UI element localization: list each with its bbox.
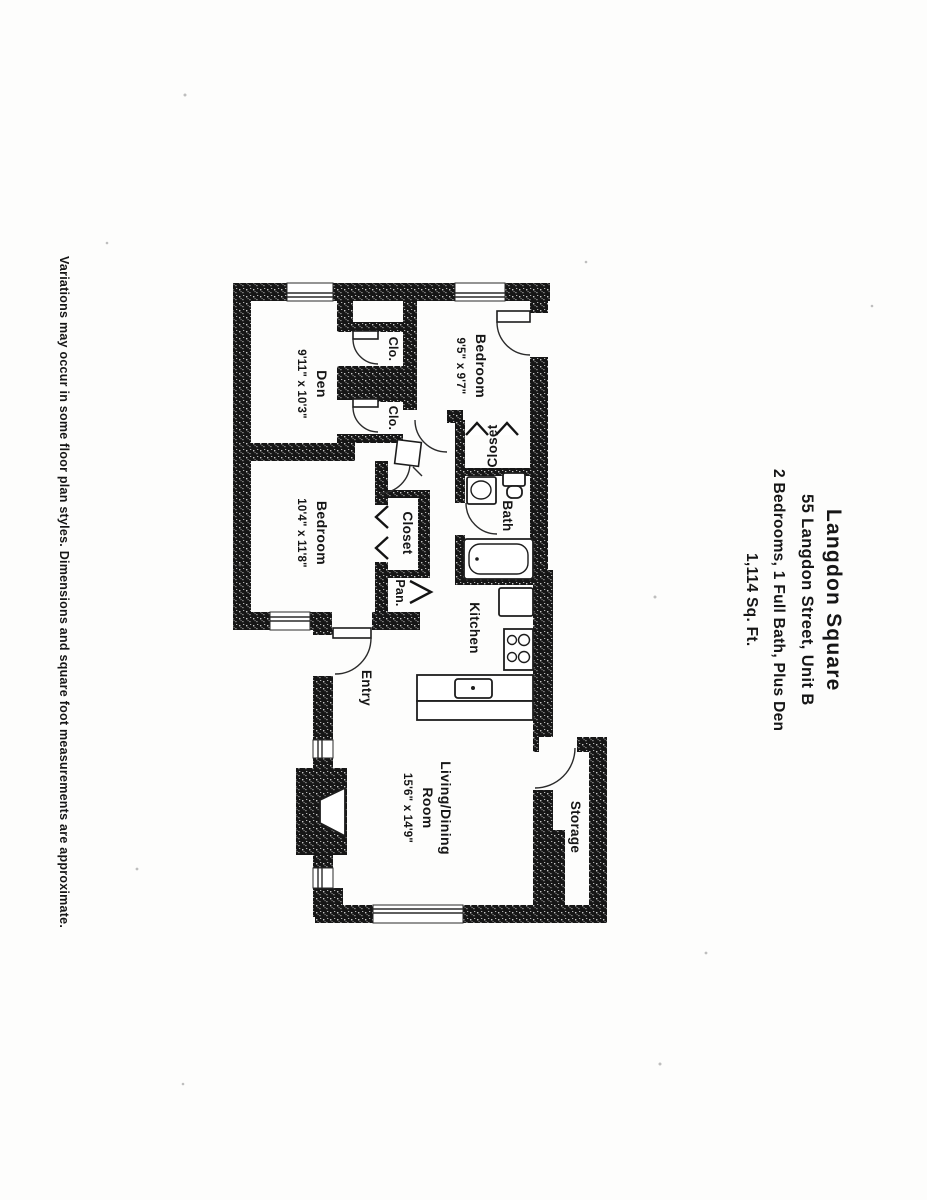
kitchen-fixtures — [416, 587, 534, 721]
closet-bedroom2-bifold-bottom — [374, 536, 389, 560]
bedroom2-dimensions: 10'4" x 11'8" — [295, 498, 307, 568]
stove — [503, 628, 534, 671]
den-label: Den — [314, 370, 330, 398]
closet-bedroom2-label: Closet — [400, 511, 415, 554]
window-bedroom2 — [269, 611, 311, 631]
bedroom1-door-leaf — [496, 310, 531, 323]
walls — [233, 283, 607, 923]
kitchen-label: Kitchen — [467, 602, 482, 654]
bath-sink — [502, 472, 526, 499]
living-dining-dimensions: 15'6" x 14'9" — [401, 773, 413, 843]
entry-door-leaf — [332, 627, 372, 639]
clo-bottom-door-arc — [352, 406, 379, 433]
pantry-label: Pan. — [393, 579, 407, 606]
closet-bedroom2-bifold-top — [374, 505, 389, 529]
hall-door-arc — [414, 419, 448, 453]
bedroom1-dimensions: 9'5" x 9'7" — [454, 338, 466, 395]
windows — [269, 282, 506, 924]
clo-top-door-arc — [352, 338, 379, 365]
closet-bedroom1-bifold-right — [495, 421, 519, 436]
property-features: 2 Bedrooms, 1 Full Bath, Plus Den — [770, 468, 787, 732]
den-dimensions: 9'11" x 10'3" — [295, 349, 307, 419]
living-dining-label-line1: Living/Dining — [438, 761, 454, 855]
window-living-bottom — [372, 904, 464, 924]
property-area: 1,114 Sq. Ft. — [743, 553, 760, 647]
bedroom2-label: Bedroom — [314, 501, 330, 565]
window-living-left-upper — [312, 739, 334, 759]
bedroom1-label: Bedroom — [473, 334, 489, 398]
closet-bedroom1-label: Closet — [485, 424, 500, 467]
title-block: Langdon Square 55 Langdon Street, Unit B… — [742, 418, 845, 782]
window-bedroom1 — [454, 282, 506, 302]
entry-label: Entry — [359, 670, 374, 706]
bath-fixtures — [463, 472, 534, 580]
toilet — [466, 476, 497, 505]
pantry-bifold — [409, 579, 434, 605]
closet-bedroom1-bifold-left — [465, 421, 489, 436]
entry-door-arc — [334, 637, 372, 675]
doors — [332, 310, 576, 789]
bathtub — [463, 538, 534, 580]
disclaimer-note: Variations may occur in some floor plan … — [57, 256, 71, 929]
living-dining-label-line2: Room — [420, 787, 436, 828]
storage-label: Storage — [568, 801, 583, 854]
room-labels: Den 9'11" x 10'3" Bedroom 9'5" x 9'7" Be… — [295, 334, 583, 855]
bath-label: Bath — [500, 500, 515, 531]
fireplace-firebox — [319, 786, 346, 838]
kitchen-counter — [416, 674, 534, 721]
window-den — [286, 282, 334, 302]
refrigerator — [498, 587, 534, 617]
storage-door-arc — [534, 747, 576, 789]
window-living-left-lower — [312, 867, 334, 889]
property-address: 55 Langdon Street, Unit B — [798, 494, 816, 706]
bath-door-arc — [465, 502, 498, 535]
clo-bottom-door-leaf — [352, 398, 379, 408]
clo-bottom-label: Clo. — [386, 406, 400, 430]
scan-specks — [105, 93, 874, 1086]
bedroom1-door-arc — [496, 321, 531, 356]
clo-top-label: Clo. — [386, 337, 400, 361]
bedroom2-door-arc — [379, 462, 411, 494]
hall-vestibule-door — [393, 438, 423, 477]
clo-top-door-leaf — [352, 330, 379, 340]
property-name: Langdon Square — [822, 508, 845, 692]
